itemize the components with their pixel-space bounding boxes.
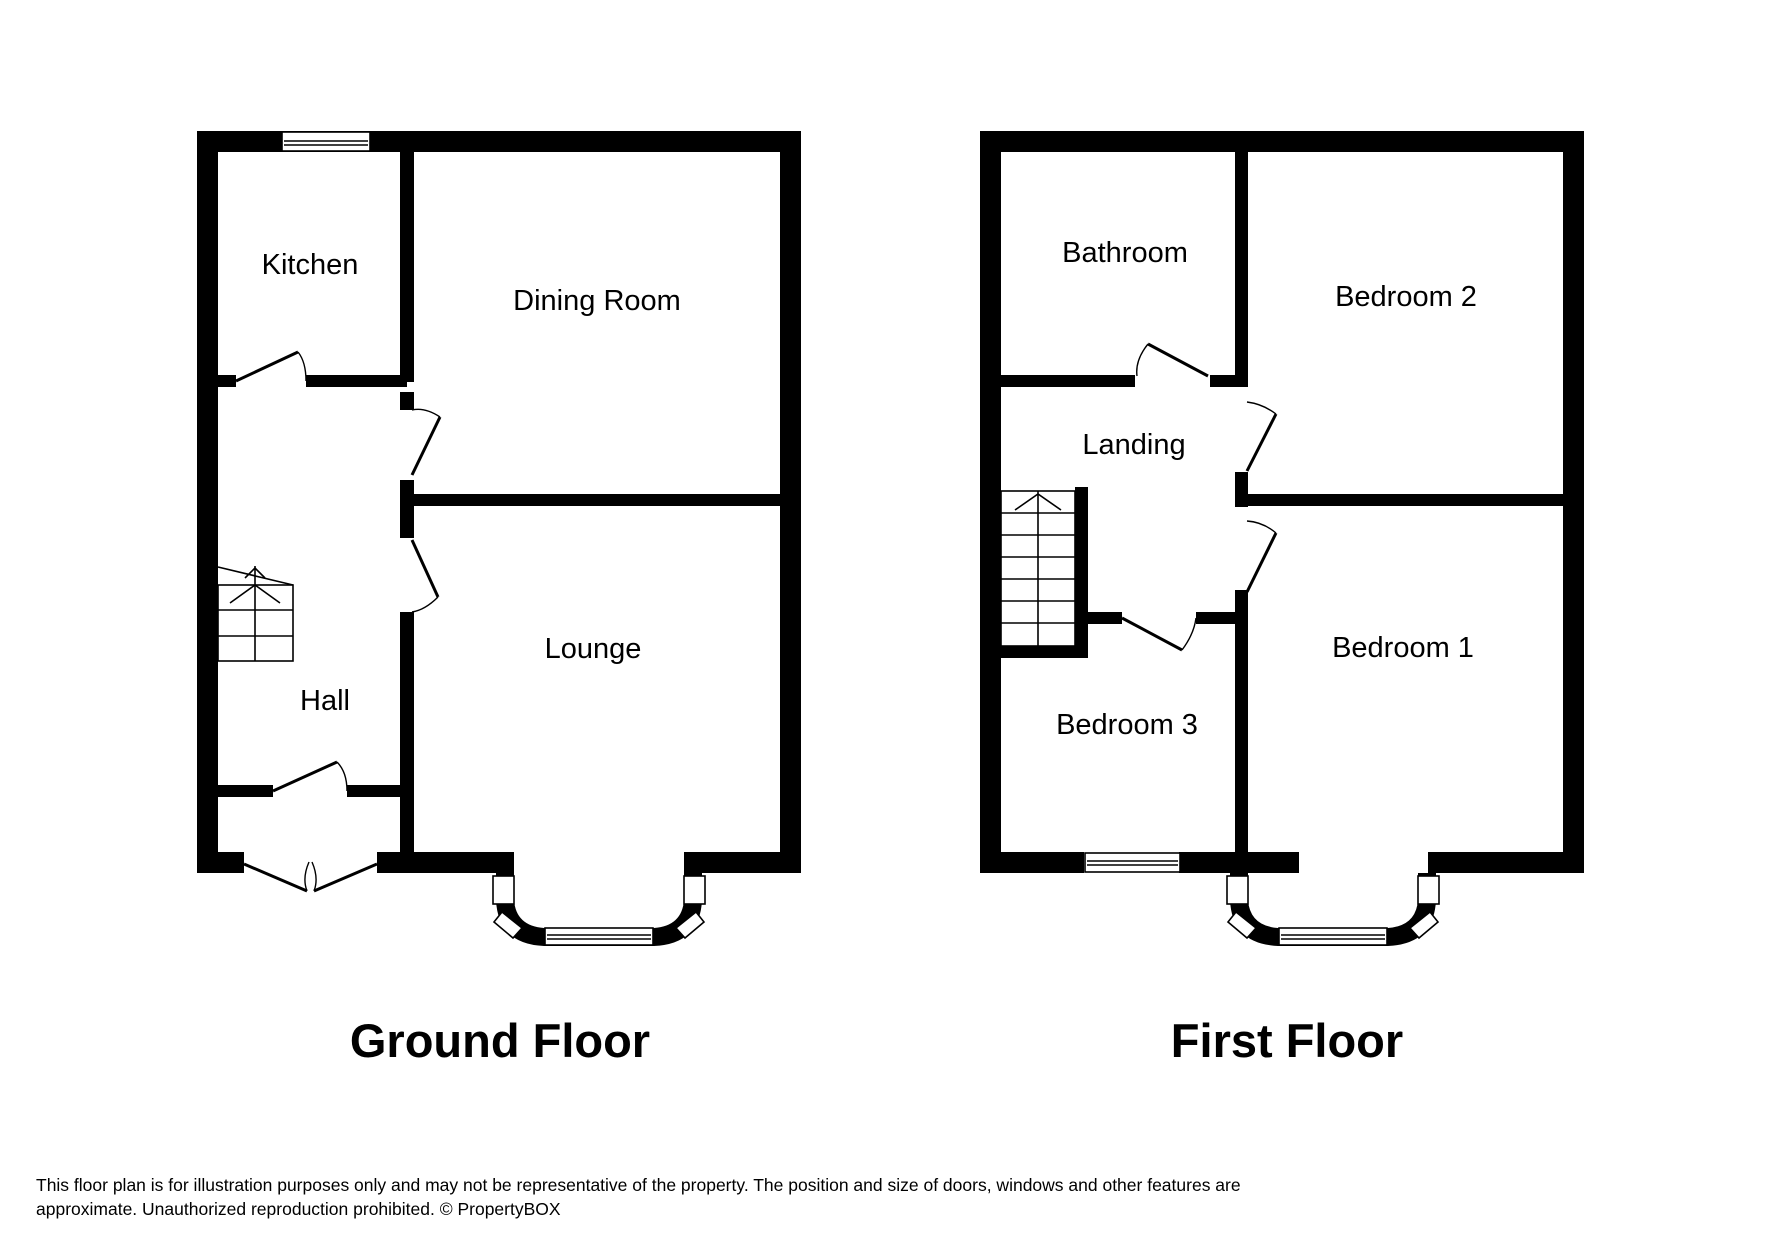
ground-bottom-wall-a	[197, 852, 244, 873]
stair-wall-vertical	[1075, 487, 1088, 657]
first-floor-plan: Bathroom Bedroom 2 Landing Bedroom 1 Bed…	[980, 131, 1584, 1067]
porch-wall-left	[218, 785, 273, 797]
disclaimer-line-2: approximate. Unauthorized reproduction p…	[36, 1199, 561, 1219]
disclaimer-line-1: This floor plan is for illustration purp…	[36, 1175, 1241, 1195]
bedroom3-door	[1121, 616, 1183, 652]
room-label-bedroom-2: Bedroom 2	[1335, 281, 1477, 313]
bedroom2-door	[1245, 413, 1278, 472]
room-label-kitchen: Kitchen	[262, 249, 359, 281]
room-label-bedroom-1: Bedroom 1	[1332, 632, 1474, 664]
bedroom3-window	[1084, 852, 1181, 873]
ground-bottom-wall-b	[377, 852, 514, 873]
first-bottom-wall-c	[1428, 852, 1584, 873]
bathroom-bedroom2-wall	[1235, 142, 1248, 384]
first-bottom-wall-b	[1179, 852, 1299, 873]
hall-wall-segment-c	[400, 612, 414, 862]
front-double-door	[243, 861, 378, 893]
first-staircase	[1000, 490, 1076, 647]
landing-wall-segment-b	[1235, 590, 1248, 862]
bathroom-wall-stub	[1210, 375, 1248, 387]
disclaimer-text: This floor plan is for illustration purp…	[36, 1173, 1456, 1221]
ground-floor-plan: Kitchen Dining Room Hall Lounge Ground F…	[197, 131, 801, 1067]
stair-wall-horizontal	[991, 646, 1088, 658]
porch-inner-door	[272, 760, 338, 793]
hall-wall-segment-a	[400, 392, 414, 410]
bedroom1-door	[1245, 532, 1278, 593]
kitchen-door	[235, 350, 299, 383]
room-label-bedroom-3: Bedroom 3	[1056, 709, 1198, 741]
room-label-landing: Landing	[1082, 429, 1185, 461]
dining-lounge-wall	[407, 494, 790, 506]
room-label-lounge: Lounge	[545, 633, 642, 665]
bedroom1-bay-window	[1226, 873, 1440, 946]
dining-door	[410, 416, 442, 476]
kitchen-wall-stub-left	[218, 375, 236, 387]
porch-wall-right	[347, 785, 407, 797]
bedroom2-bedroom1-wall	[1241, 494, 1573, 506]
first-floor-title: First Floor	[1171, 1014, 1403, 1067]
bathroom-door	[1147, 342, 1209, 378]
kitchen-wall-stub-right	[306, 375, 407, 387]
kitchen-dining-wall	[400, 142, 414, 382]
ground-left-wall	[197, 131, 218, 873]
ground-bottom-wall-c	[684, 852, 801, 873]
first-top-wall	[980, 131, 1584, 152]
ground-right-wall	[780, 131, 801, 873]
bedroom3-wall-left	[1082, 612, 1122, 624]
first-bottom-wall-a	[980, 852, 1084, 873]
bedroom3-wall-right	[1196, 612, 1241, 624]
bathroom-landing-wall	[991, 375, 1135, 387]
ground-floor-title: Ground Floor	[350, 1014, 650, 1067]
hall-wall-segment-b	[400, 480, 414, 538]
lounge-bay-window	[492, 873, 706, 946]
ground-staircase	[217, 566, 294, 662]
first-right-wall	[1563, 131, 1584, 873]
lounge-door	[410, 539, 440, 598]
room-label-dining-room: Dining Room	[513, 285, 681, 317]
first-left-wall	[980, 131, 1001, 873]
room-label-hall: Hall	[300, 685, 350, 717]
room-label-bathroom: Bathroom	[1062, 237, 1188, 269]
